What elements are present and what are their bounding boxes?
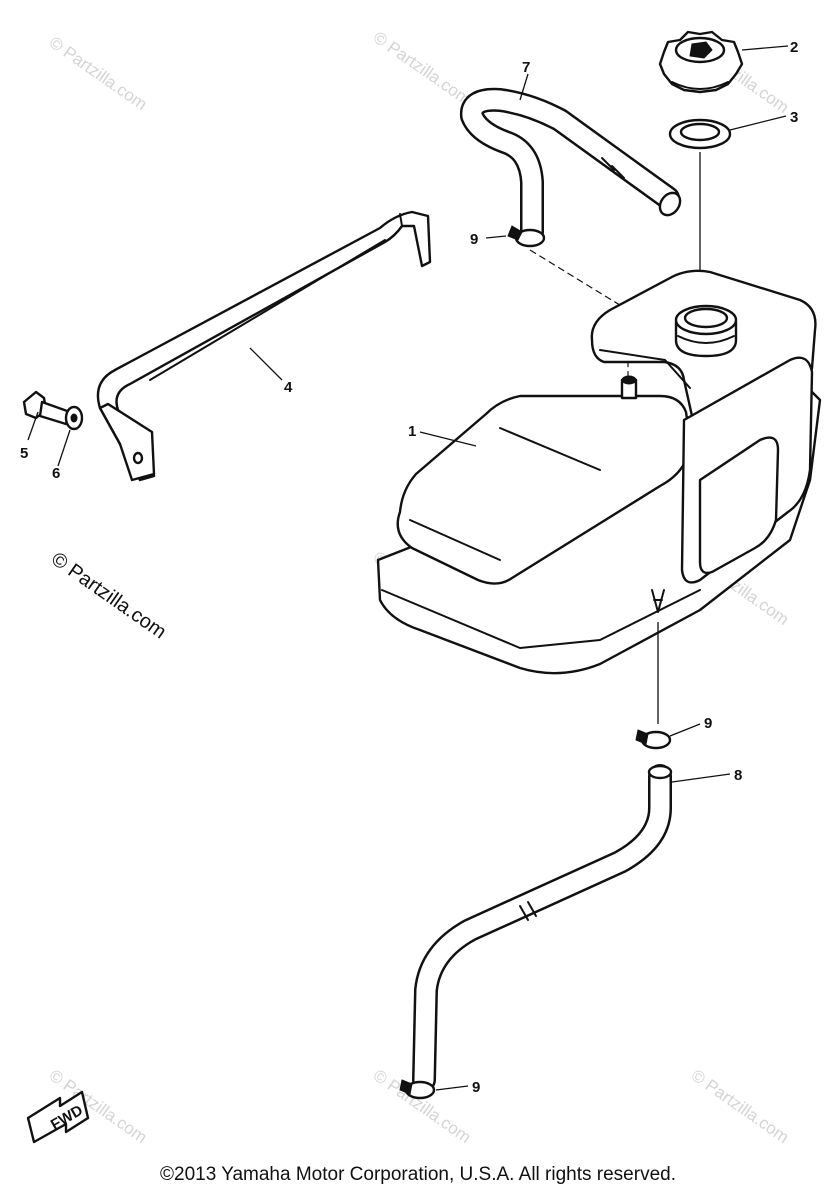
cap-gasket: [668, 118, 732, 150]
callout-8: 8: [734, 767, 742, 784]
callout-9-upper: 9: [470, 231, 478, 248]
callout-2: 2: [790, 39, 798, 56]
bracket-washer: [64, 405, 84, 431]
callout-1: 1: [408, 423, 416, 440]
forward-direction-arrow: FWD: [26, 1090, 90, 1144]
drain-hose: [412, 764, 673, 1092]
watermark-prominent: © Partzilla.com: [47, 548, 170, 643]
watermark-top-center: © Partzilla.com: [370, 28, 475, 109]
breather-hose: [459, 87, 682, 244]
callout-9-middle: 9: [704, 715, 712, 732]
callout-3: 3: [790, 109, 798, 126]
callout-5: 5: [20, 445, 28, 462]
hose-clamp-lower: [399, 1079, 436, 1100]
watermark-bottom-right: © Partzilla.com: [688, 1066, 793, 1147]
tank-bracket: [96, 210, 432, 482]
callouts: 2 3 7 9 4 5 6 1 9 8 9: [20, 39, 798, 1096]
callout-4: 4: [284, 379, 293, 396]
fuel-tank: [376, 269, 822, 675]
hose-clamp-upper: [507, 225, 546, 248]
callout-9-lower: 9: [472, 1079, 480, 1096]
hose-clamp-middle: [635, 729, 672, 750]
callout-6: 6: [52, 465, 60, 482]
callout-7: 7: [522, 59, 530, 76]
copyright-notice: ©2013 Yamaha Motor Corporation, U.S.A. A…: [160, 1164, 676, 1185]
leader-lines: [27, 45, 789, 1091]
bracket-bolt: [22, 390, 72, 426]
fuel-cap: [658, 30, 744, 94]
watermark-top-left: © Partzilla.com: [46, 33, 151, 114]
